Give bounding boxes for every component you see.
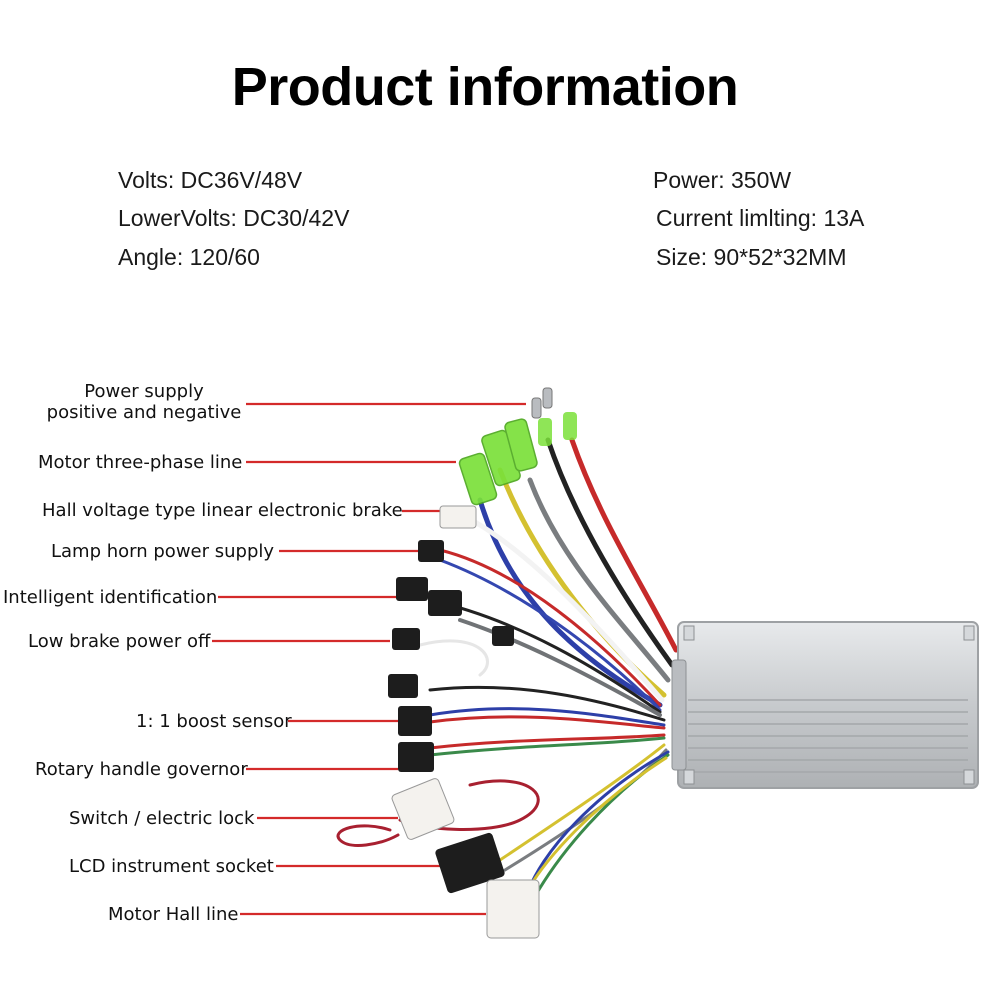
terminal-black-sleeve: [538, 418, 552, 446]
spec-power-key: Power: [653, 167, 731, 193]
spec-size: Size90*52*32MM: [656, 244, 847, 271]
spec-current-limiting-value: 13A: [823, 205, 865, 231]
phase-connectors: [458, 418, 538, 506]
spec-lower-volts-key: LowerVolts: [118, 205, 243, 231]
phase-connector-3: [504, 418, 538, 472]
terminal-red-tip: [542, 387, 553, 409]
spec-volts-key: Volts: [118, 167, 181, 193]
terminal-black-tip: [531, 397, 542, 419]
wire-bundle: [336, 437, 679, 907]
terminal-red-sleeve: [563, 412, 577, 440]
connector-low-brake-mate: [492, 626, 514, 646]
connector-low-brake: [392, 628, 420, 650]
label-lamp-horn: Lamp horn power supply: [51, 541, 275, 562]
wire-blue-lamp: [438, 558, 662, 712]
wire-blue-boost: [428, 707, 666, 727]
spec-lower-volts-value: DC30/42V: [243, 205, 350, 231]
wire-green-hall: [528, 753, 670, 907]
connector-boost-sensor: [398, 706, 432, 736]
phase-connector-1: [458, 452, 498, 506]
leader-lines: [212, 402, 526, 916]
spec-volts: VoltsDC36V/48V: [118, 167, 302, 194]
label-motor-three-phase: Motor three-phase line: [38, 452, 243, 473]
connector-intelligent-id: [396, 577, 428, 601]
wire-red-rotary: [428, 733, 666, 750]
label-rotary-handle: Rotary handle governor: [35, 759, 248, 780]
spec-power-value: 350W: [730, 167, 792, 193]
wire-red-boost: [428, 715, 666, 730]
wire-red-main: [569, 437, 679, 653]
spec-size-value: 90*52*32MM: [713, 244, 847, 270]
wire-yellow-lcd: [498, 743, 666, 862]
mount-tab-bottom-right: [963, 769, 975, 785]
wire-black-main: [545, 437, 675, 668]
spec-angle-key: Angle: [118, 244, 190, 270]
page-title: Product information: [231, 57, 739, 117]
spec-size-key: Size: [656, 244, 714, 270]
connector-intelligent-id-mate: [428, 590, 462, 616]
label-lcd-socket: LCD instrument socket: [69, 856, 274, 877]
label-hall-brake: Hall voltage type linear electronic brak…: [42, 500, 403, 521]
wire-black-id: [428, 598, 662, 714]
spec-current-limiting: Current limlting13A: [656, 205, 864, 232]
connectors: [388, 505, 540, 939]
wire-red-lamp: [438, 548, 662, 707]
wire-white-hall: [472, 519, 665, 703]
spec-angle: Angle120/60: [118, 244, 260, 271]
controller-housing: [677, 621, 979, 789]
bullet-terminals: [531, 387, 577, 446]
label-motor-hall: Motor Hall line: [108, 904, 239, 925]
spec-current-limiting-key: Current limlting: [656, 205, 823, 231]
controller-body: [671, 621, 979, 789]
label-power-supply-line1: Power supply: [84, 381, 204, 402]
wire-red-loop: [336, 824, 400, 847]
wire-gray-phase: [527, 477, 671, 683]
label-switch-lock: Switch / electric lock: [69, 808, 255, 829]
spec-volts-value: DC36V/48V: [180, 167, 303, 193]
wire-black-boost: [428, 685, 666, 722]
controller-fins: [688, 699, 968, 773]
label-intelligent-id: Intelligent identification: [3, 587, 218, 608]
label-low-brake: Low brake power off: [28, 631, 211, 652]
spec-angle-value: 120/60: [189, 244, 260, 270]
connector-lamp-horn: [418, 540, 444, 562]
connector-extra: [388, 674, 418, 698]
label-boost-sensor: 1: 1 boost sensor: [136, 711, 292, 732]
mount-tab-bottom-left: [683, 769, 695, 785]
connector-switch-lock: [391, 778, 455, 840]
controller-end-cap: [671, 659, 687, 771]
wire-green-rotary: [428, 736, 666, 757]
spec-lower-volts: LowerVoltsDC30/42V: [118, 205, 349, 232]
connector-motor-hall: [486, 879, 540, 939]
spec-power: Power350W: [653, 167, 791, 194]
label-power-supply-line2: positive and negative: [46, 402, 242, 423]
mount-tab-top-right: [963, 625, 975, 641]
wire-white-loop: [418, 639, 489, 677]
connector-rotary-handle: [398, 742, 434, 772]
wire-gray-brake: [458, 618, 662, 717]
connector-lcd-socket: [435, 832, 505, 894]
label-power-supply: Power supply positive and negative: [46, 381, 242, 423]
connector-hall-brake: [439, 505, 477, 529]
mount-tab-top-left: [683, 625, 695, 641]
